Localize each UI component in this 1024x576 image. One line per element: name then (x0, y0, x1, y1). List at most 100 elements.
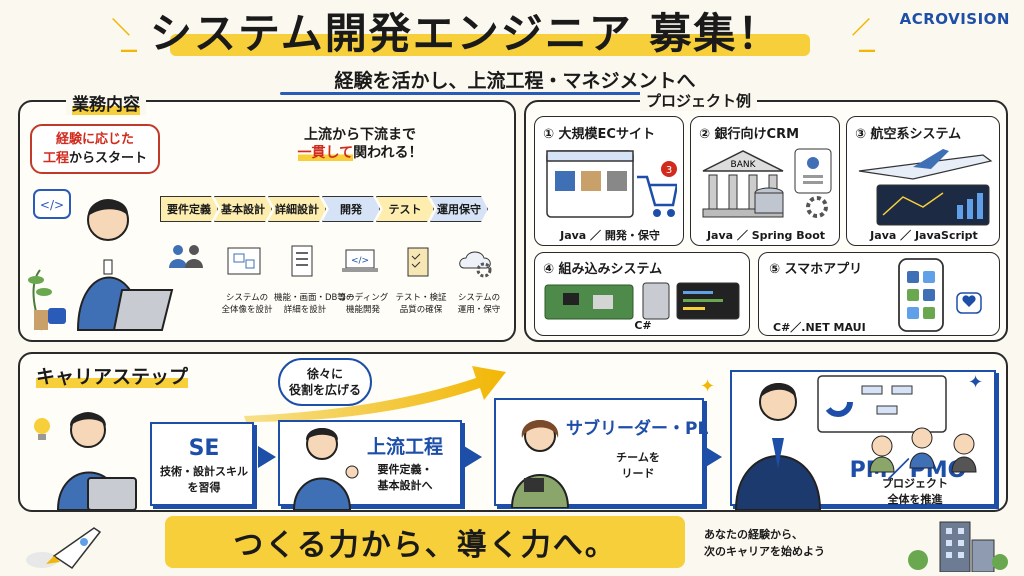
stage-description: 機能・画面・DB等の詳細を設計 (274, 292, 355, 316)
project-card-title: ② 銀行向けCRM (699, 127, 800, 142)
circuit-board-icon (544, 282, 740, 320)
project-card-tech: Java ／ JavaScript (870, 229, 978, 242)
office-building-icon (908, 521, 1008, 572)
flow-caption: 上流から下流まで 一貫して関われる！ (297, 127, 423, 161)
page-subtitle: 経験を活かし、上流工程・マネジメントへ (334, 70, 696, 92)
step-description-line: チームを (616, 451, 660, 464)
project-card-ec: ① 大規模ECサイト 3 Java ／ 開発・保守 (534, 116, 684, 246)
stage-5: テスト (376, 196, 434, 222)
stage-2: 基本設計 (214, 196, 272, 222)
step-description-line: 要件定義・ (377, 463, 433, 476)
se-person-illustration (34, 412, 137, 510)
rocket-icon (26, 527, 102, 570)
step-description-line: リード (621, 467, 655, 480)
document-icon (282, 244, 322, 280)
step-title: PM／PMO (849, 458, 967, 483)
upstream-person-illustration (292, 428, 359, 510)
blueprint-icon (224, 244, 264, 280)
cart-badge: 3 (666, 165, 672, 176)
experience-bubble: 経験に応じた 工程からスタート (30, 124, 160, 174)
svg-text:</>: </> (40, 198, 64, 212)
work-title: 業務内容 (66, 90, 146, 115)
stage-description-line: 機能・画面・DB等の (274, 293, 355, 303)
project-title: プロジェクト例 (640, 90, 758, 111)
stage-description: コーディング機能開発 (332, 292, 394, 316)
subtitle-underline (280, 92, 750, 95)
sparkle-icon: — (120, 40, 138, 61)
role-bubble: 徐々に 役割を広げる (278, 358, 372, 406)
step-description-line: 全体を推進 (887, 493, 943, 506)
project-card-title: ⑤ スマホアプリ (769, 262, 863, 277)
stage-description: システムの運用・保守 (448, 292, 510, 316)
title-highlight (170, 34, 810, 56)
team-icon (166, 238, 206, 274)
project-card-embedded: ④ 組み込みシステム C# (534, 252, 750, 336)
step-se: SE 技術・設計スキルを習得 (150, 422, 254, 506)
step-description-line: プロジェクト (882, 477, 948, 490)
slogan-banner: つくる力から、導く力へ。 (165, 516, 685, 568)
engineer-illustration: </> (28, 189, 174, 331)
laptop-code-icon: </> (340, 244, 380, 280)
project-card-tech: C# (634, 319, 652, 332)
step-arrow-icon (464, 446, 482, 468)
brand-logo: ACROVISION (899, 10, 1010, 28)
step-description: 要件定義・基本設計へ (350, 462, 460, 494)
stage-description-line: システムの (225, 293, 269, 303)
role-bubble-text: 徐々に 役割を広げる (288, 367, 361, 397)
stage-description-line: 全体像を設計 (221, 305, 273, 315)
project-card-title: ④ 組み込みシステム (543, 262, 663, 277)
stage-4: 開発 (322, 196, 380, 222)
growth-arrow (244, 366, 506, 422)
project-card-title: ③ 航空系システム (855, 127, 962, 142)
cloud-gear-icon (456, 244, 496, 280)
airplane-icon (858, 149, 993, 226)
step-title: サブリーダー・PL (566, 419, 709, 439)
step-title: SE (188, 436, 220, 461)
stage-description-line: テスト・検証 (395, 293, 447, 303)
project-card-title: ① 大規模ECサイト (543, 127, 655, 142)
step-description-line: 基本設計へ (377, 479, 433, 492)
stage-description: テスト・検証品質の確保 (390, 292, 452, 316)
step-description-line: 技術・設計スキル (160, 465, 248, 478)
stage-6: 運用保守 (430, 196, 488, 222)
stage-description-line: システムの (457, 293, 501, 303)
stage-3: 詳細設計 (268, 196, 326, 222)
bank-sign: BANK (731, 160, 757, 170)
stage-description: システムの全体像を設計 (216, 292, 278, 316)
leader-person-illustration (510, 420, 570, 508)
career-title: キャリアステップ (36, 366, 189, 388)
step-description-line: を習得 (187, 481, 221, 494)
stage-description-line: 機能開発 (345, 305, 380, 315)
project-card-tech: Java ／ 開発・保守 (560, 229, 660, 242)
sparkle-icon: ✦ (968, 372, 984, 393)
project-card-crm: ② 銀行向けCRM BANK Java ／ Spring Boot (690, 116, 840, 246)
project-card-tech: C#／.NET MAUI (773, 321, 866, 334)
sparkle-icon: ／ (852, 18, 870, 39)
stage-1: 要件定義 (160, 196, 218, 222)
stage-description-line: 詳細を設計 (283, 305, 327, 315)
smartphone-icon (898, 258, 982, 332)
footer-message: あなたの経験から、 次のキャリアを始めよう (704, 528, 825, 558)
step-title: 上流工程 (366, 436, 443, 458)
project-card-aviation: ③ 航空系システム Java ／ JavaScript (846, 116, 1000, 246)
project-card-tech: Java ／ Spring Boot (706, 229, 826, 242)
sparkle-icon: — (858, 40, 876, 61)
ecommerce-icon: 3 (546, 150, 677, 218)
step-description: チームをリード (576, 450, 700, 482)
svg-text:</>: </> (351, 256, 369, 266)
clipboard-check-icon (398, 244, 438, 280)
stage-description-line: 品質の確保 (399, 305, 443, 315)
project-card-mobile: ⑤ スマホアプリ C#／.NET MAUI (758, 252, 1000, 336)
step-description: 技術・設計スキルを習得 (152, 464, 256, 496)
sparkle-icon: ＼ (112, 18, 130, 39)
step-upstream: 上流工程要件定義・基本設計へ (278, 420, 462, 506)
bank-icon: BANK (702, 148, 832, 218)
step-description: プロジェクト全体を推進 (842, 476, 988, 508)
page-title: システム開発エンジニア 募集！ (150, 9, 782, 58)
stage-description-line: 運用・保守 (457, 305, 501, 315)
sparkle-icon: ✦ (700, 376, 716, 397)
pm-team-illustration (734, 375, 977, 510)
step-arrow-icon (258, 446, 276, 468)
step-arrow-icon (704, 446, 722, 468)
stage-description-line: コーディング (337, 293, 389, 303)
